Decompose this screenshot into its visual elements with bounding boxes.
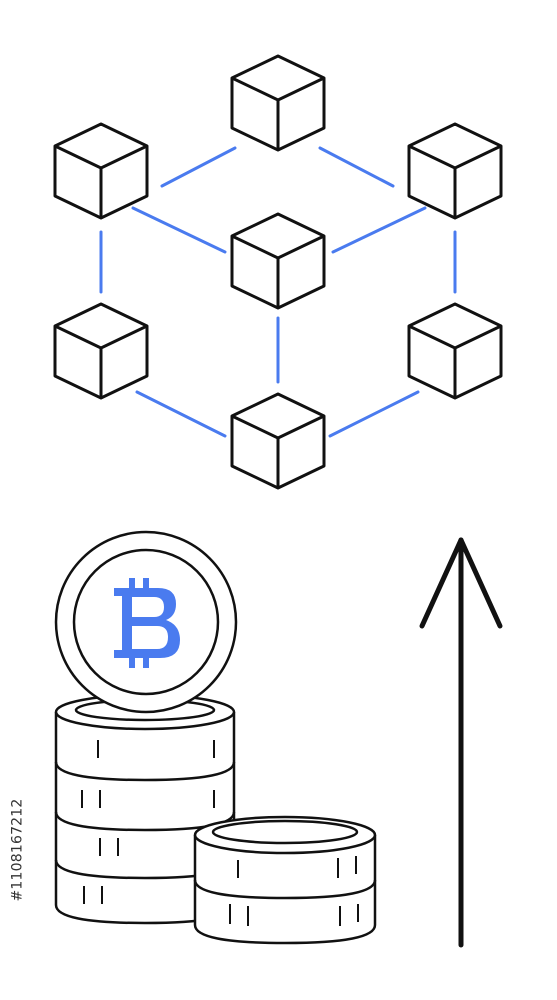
block-cube bbox=[230, 54, 326, 152]
block-cube bbox=[407, 302, 503, 400]
bitcoin-symbol bbox=[114, 578, 180, 668]
block-cube bbox=[53, 302, 149, 400]
block-cube bbox=[230, 392, 326, 490]
blockchain-network-icon bbox=[53, 54, 503, 490]
stock-id-text: #1108167212 bbox=[9, 798, 26, 902]
bitcoin-coin-icon bbox=[54, 530, 238, 714]
coin-stack-icon bbox=[54, 693, 377, 945]
block-cube bbox=[407, 122, 503, 220]
up-arrow-icon bbox=[419, 537, 503, 948]
stock-id-label: #1108167212 bbox=[4, 760, 30, 940]
block-cube bbox=[230, 212, 326, 310]
block-cube bbox=[53, 122, 149, 220]
